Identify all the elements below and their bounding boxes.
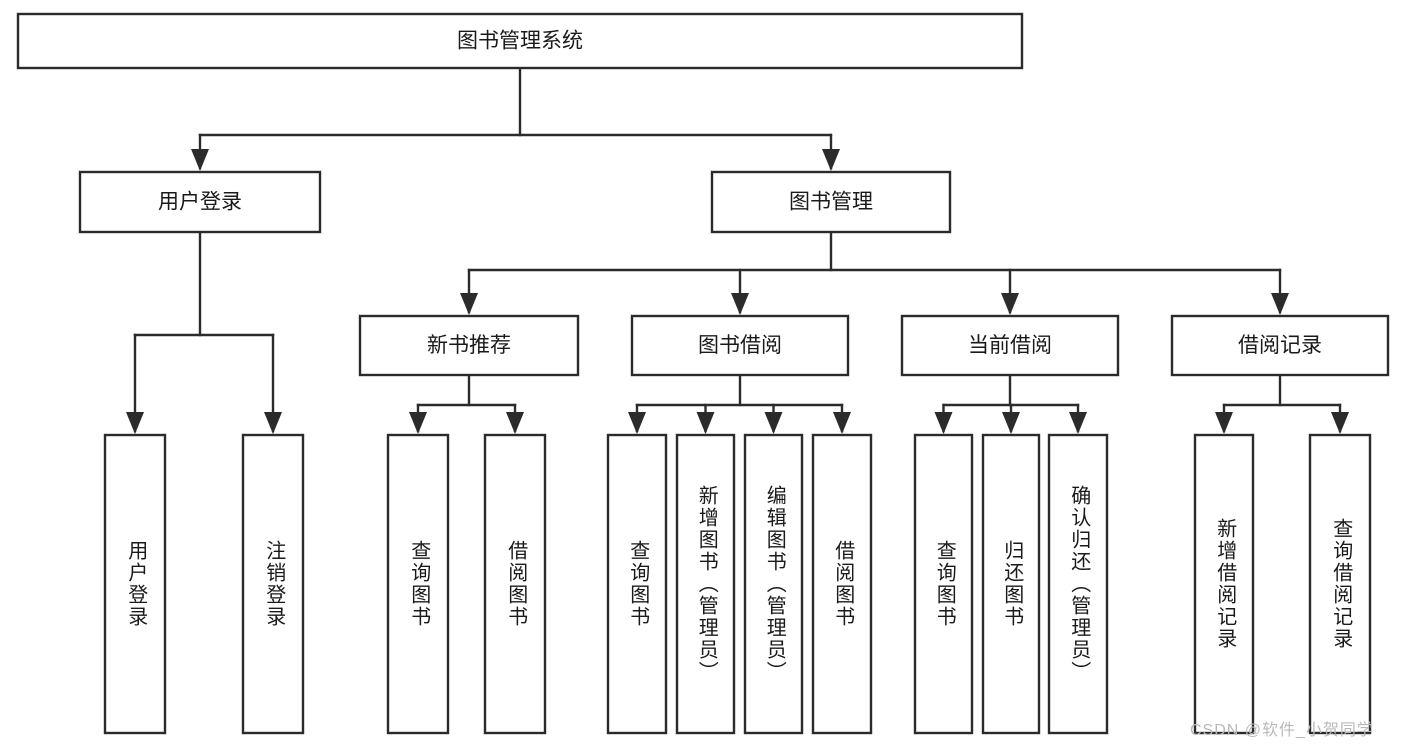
node-level2-box-0[interactable] xyxy=(78,170,322,234)
arrow-head-icon xyxy=(126,412,144,434)
node-level3-box-2[interactable] xyxy=(900,314,1120,377)
arrow-head-icon xyxy=(264,412,282,434)
node-root-label: 图书管理系统 xyxy=(457,30,583,53)
arrow-head-icon xyxy=(460,293,478,315)
arrow-head-icon xyxy=(1002,412,1020,434)
arrow-head-icon xyxy=(934,412,953,434)
node-level2-box-1[interactable] xyxy=(710,170,952,234)
leaf-box-12[interactable] xyxy=(1308,433,1372,735)
leaf-box-8[interactable] xyxy=(913,433,974,735)
leaf-box-9[interactable] xyxy=(981,433,1041,735)
arrow-head-icon xyxy=(506,412,524,434)
node-level3-box-3[interactable] xyxy=(1170,314,1390,377)
node-level2-label-0: 用户登录 xyxy=(158,191,242,214)
arrow-head-icon xyxy=(1001,293,1019,315)
arrow-head-icon xyxy=(1331,412,1349,434)
arrow-head-icon xyxy=(191,149,209,171)
node-level3-label-3: 借阅记录 xyxy=(1238,334,1322,357)
arrow-head-icon xyxy=(696,412,715,434)
leaf-box-7[interactable] xyxy=(811,433,873,735)
arrow-head-icon xyxy=(1271,293,1289,315)
node-level2-label-1: 图书管理 xyxy=(789,191,873,214)
leaf-box-6[interactable] xyxy=(743,433,804,735)
leaf-box-1[interactable] xyxy=(241,433,305,735)
arrow-head-icon xyxy=(764,412,783,434)
leaf-box-0[interactable] xyxy=(103,433,167,735)
leaf-box-2[interactable] xyxy=(386,433,450,735)
arrow-head-icon xyxy=(409,412,427,434)
leaf-box-3[interactable] xyxy=(483,433,547,735)
node-level3-box-0[interactable] xyxy=(358,314,580,377)
node-level3-label-0: 新书推荐 xyxy=(427,334,511,357)
arrow-head-icon xyxy=(731,293,749,315)
leaf-box-10[interactable] xyxy=(1047,433,1109,735)
arrow-head-icon xyxy=(1215,412,1233,434)
watermark-credit: CSDN @软件_小贺同学 xyxy=(1190,722,1374,739)
node-level3-label-2: 当前借阅 xyxy=(968,334,1052,357)
leaf-box-11[interactable] xyxy=(1193,433,1255,735)
node-level3-label-1: 图书借阅 xyxy=(698,334,782,357)
arrow-head-icon xyxy=(822,149,840,171)
leaf-box-5[interactable] xyxy=(675,433,736,735)
arrow-head-icon xyxy=(628,412,646,434)
arrow-head-icon xyxy=(1069,412,1087,434)
node-level3-box-1[interactable] xyxy=(630,314,850,377)
arrow-head-icon xyxy=(833,412,851,434)
connectors-layer xyxy=(126,66,1349,434)
leaf-box-4[interactable] xyxy=(606,433,668,735)
node-root-box[interactable] xyxy=(16,12,1024,70)
